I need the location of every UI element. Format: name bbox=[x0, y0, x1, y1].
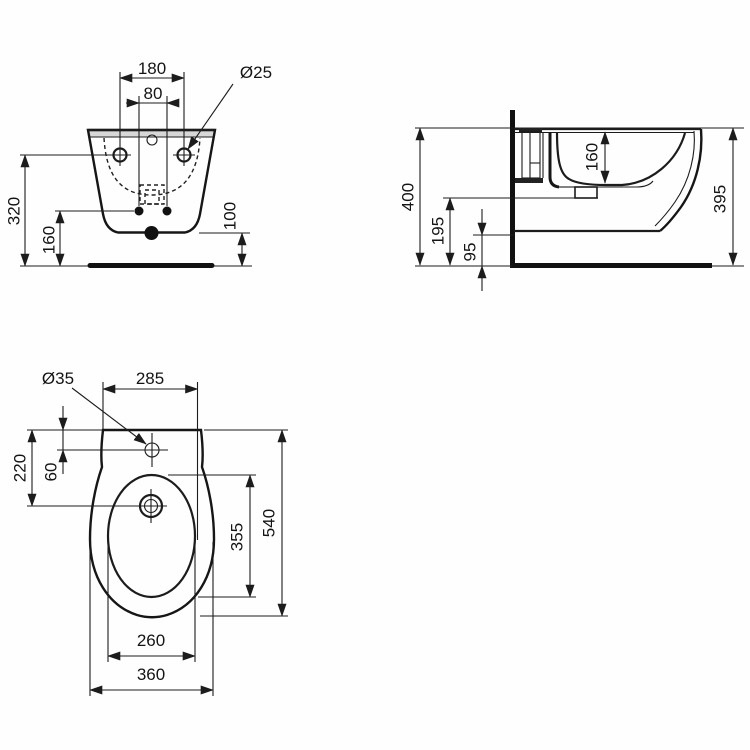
dim-label-underside-clearance: 95 bbox=[461, 243, 480, 262]
dim-label-drain-depth: 220 bbox=[11, 454, 30, 482]
dim-label-bottom-clearance: 100 bbox=[221, 202, 240, 230]
dim-label-bowl-width: 260 bbox=[137, 631, 165, 650]
front-view: 180 80 Ø25 320 160 100 bbox=[5, 59, 272, 268]
dim-label-hole-spacing: 180 bbox=[138, 59, 166, 78]
dim-label-hole-diameter: Ø25 bbox=[240, 63, 272, 82]
dim-label-rim-height-front: 395 bbox=[711, 185, 730, 213]
dim-label-bowl-depth: 160 bbox=[583, 143, 602, 171]
dim-label-overall-width: 360 bbox=[137, 665, 165, 684]
dim-label-inlet-height: 160 bbox=[40, 226, 59, 254]
dim-label-taphole-diameter: Ø35 bbox=[42, 369, 74, 388]
dim-label-inlet-spacing: 80 bbox=[144, 84, 163, 103]
dim-label-back-width: 285 bbox=[136, 369, 164, 388]
dim-label-total-depth: 540 bbox=[260, 509, 279, 537]
dim-label-taphole-offset: 60 bbox=[42, 463, 61, 482]
dim-label-rim-height-wall: 400 bbox=[399, 183, 418, 211]
plan-bowl-rim bbox=[106, 473, 197, 599]
front-taphole bbox=[146, 134, 158, 146]
dim-label-bowl-length: 355 bbox=[228, 523, 247, 551]
side-drain-outlet bbox=[574, 186, 598, 199]
dim-label-hole-height: 320 bbox=[5, 197, 24, 225]
dim-label-outlet-height: 195 bbox=[429, 217, 448, 245]
front-drain-dot bbox=[144, 226, 159, 240]
side-view: 400 195 95 160 395 bbox=[399, 110, 744, 291]
plan-view: Ø35 285 220 60 540 355 260 360 bbox=[11, 369, 288, 696]
